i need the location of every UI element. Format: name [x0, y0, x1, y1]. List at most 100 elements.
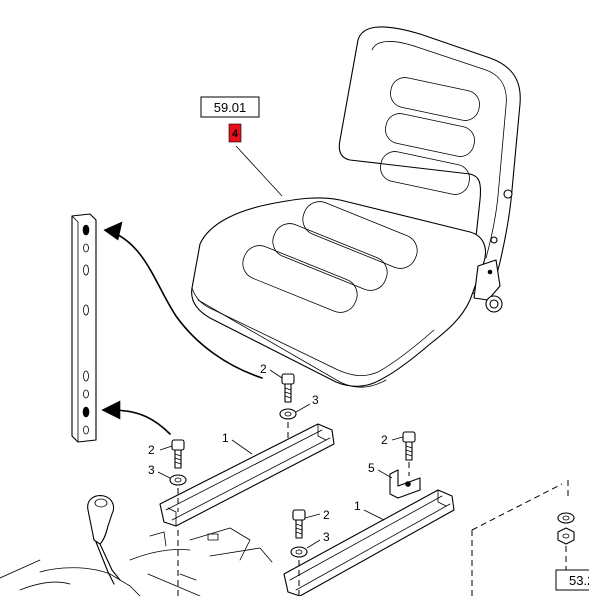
bolt-top — [269, 369, 295, 403]
lever-knob-top — [94, 498, 108, 508]
cushion-pad-3 — [302, 201, 418, 269]
arrow-upper-head — [103, 221, 123, 241]
bracket — [377, 469, 421, 499]
bolt-bottom-thread-2 — [295, 527, 303, 531]
leader-bracket — [377, 469, 393, 479]
backrest-pad-2 — [385, 113, 475, 157]
washer-top-hole — [284, 411, 292, 417]
washer-bottom — [290, 539, 321, 558]
ref-box-bottom-right-frame — [555, 569, 589, 591]
bolt-top-thread-1 — [284, 387, 292, 391]
washer-bottom-ring — [290, 546, 308, 558]
cushion-pad-2 — [272, 223, 388, 291]
bolt-left-head — [171, 439, 185, 451]
highlight-tag-label: 4 — [232, 128, 239, 140]
leader-bolt-rb — [391, 436, 404, 441]
machine-edge-2 — [147, 573, 201, 596]
lever-base-1 — [19, 581, 71, 591]
seat-hinge-plate — [473, 259, 501, 301]
bolt-rb-head — [402, 431, 416, 443]
detail-nut — [557, 527, 575, 545]
lever-base-2 — [0, 559, 41, 579]
vertical-bar-hole-1 — [82, 224, 90, 236]
highlight-tag-4: 4 — [228, 123, 242, 143]
bolt-top-thread-3 — [284, 395, 292, 399]
washer-left — [157, 471, 187, 486]
vertical-bar-hole-8 — [83, 425, 89, 435]
highlight-tag-box — [228, 123, 242, 143]
detail-nut-body — [557, 527, 575, 545]
rail-left-body — [159, 423, 335, 527]
vertical-bar-hole-7 — [82, 406, 90, 418]
rail-left-edge-2 — [171, 437, 331, 521]
washer-left-hole — [174, 477, 182, 483]
bolt-right-bracket — [391, 431, 416, 461]
callout-rail-left: 1 — [222, 431, 229, 445]
vertical-bar-hole-4 — [83, 304, 89, 316]
seat-hinge-pin — [487, 269, 493, 275]
ref-box-seat: 59.01 — [200, 96, 260, 118]
bolt-bottom-thread-1 — [295, 523, 303, 527]
rail-right-body — [283, 489, 455, 596]
callout-washer-bottom: 3 — [323, 530, 330, 544]
backrest-pad-3 — [380, 151, 470, 195]
bolt-left-thread-3 — [174, 461, 182, 465]
bolt-rb-thread-3 — [405, 453, 413, 457]
rail-right-edge-2 — [295, 503, 451, 591]
lever-boot — [39, 567, 141, 596]
callout-washer-left: 3 — [148, 463, 155, 477]
leader-washer-bottom — [306, 539, 321, 549]
detail-nut-hole — [562, 533, 570, 539]
machine-edge-3 — [189, 527, 251, 561]
callout-bolt-right-bracket: 2 — [381, 433, 388, 447]
rail-right — [283, 489, 455, 596]
bolt-top-thread-2 — [284, 391, 292, 395]
backrest-knob-small — [490, 236, 498, 244]
vertical-bar-hole-3 — [83, 264, 89, 276]
rail-left-edge-1 — [165, 429, 323, 511]
callout-bracket: 5 — [368, 461, 375, 475]
ref-box-seat-frame — [200, 96, 260, 118]
washer-bottom-hole — [295, 549, 303, 555]
detail-washer-hole — [562, 515, 570, 521]
ref-box-seat-label: 59.01 — [214, 100, 247, 115]
leader-washer-left — [157, 471, 171, 479]
arrow-lower-shaft — [111, 409, 171, 435]
bolt-bottom-thread-3 — [295, 531, 303, 535]
cushion-pad-1 — [242, 245, 358, 313]
detail-frame-top — [471, 483, 563, 531]
seat-backrest — [338, 26, 521, 301]
bolt-rb-thread-1 — [405, 445, 413, 449]
machine-edge-5 — [149, 531, 167, 547]
vertical-bar-hole-5 — [83, 370, 89, 382]
rail-left-end-far — [317, 423, 327, 441]
washer-top-ring — [279, 408, 297, 420]
arrow-lower — [101, 400, 171, 435]
backrest-pad-1 — [390, 77, 480, 121]
callout-bolt-left: 2 — [148, 443, 155, 457]
bracket-hole — [405, 481, 411, 487]
machine-edge-4 — [209, 547, 273, 563]
machine-edge-6 — [179, 573, 197, 581]
machine-slot — [207, 533, 219, 541]
bolt-bottom-head — [292, 509, 306, 521]
bolt-left-thread-1 — [174, 453, 182, 457]
leader-bolt-top — [269, 369, 283, 379]
detail-washer — [557, 512, 575, 524]
detail-washer-ring — [557, 512, 575, 524]
rail-left — [159, 423, 335, 527]
bolt-bottom — [292, 509, 321, 539]
rail-right-end-far — [437, 489, 447, 507]
leader-rail-right — [363, 509, 385, 521]
seat-hinge-knob-center — [489, 299, 499, 309]
lever-shaft — [99, 543, 121, 581]
leader-bolt-left — [159, 445, 173, 451]
washer-top — [279, 403, 311, 420]
vertical-bar-hole-6 — [83, 389, 89, 399]
backrest-knob — [503, 189, 513, 199]
lever-assembly — [0, 495, 273, 596]
bolt-rb-thread-2 — [405, 449, 413, 453]
seat-cushion — [191, 197, 487, 387]
machine-edge-1 — [129, 549, 191, 561]
callout-rail-right: 1 — [354, 499, 361, 513]
